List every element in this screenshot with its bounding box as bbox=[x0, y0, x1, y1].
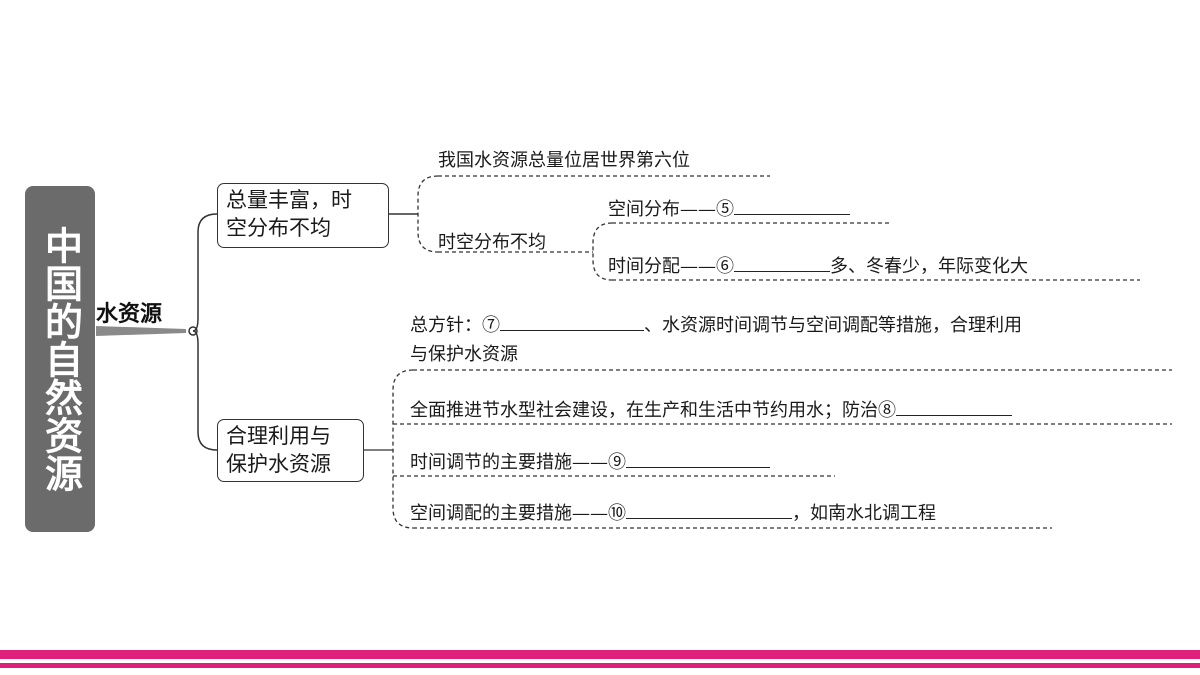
temporal-label: 时间分配——⑥ bbox=[608, 256, 734, 277]
water-saving-text: 全面推进节水型社会建设，在生产和生活中节约用水；防治⑧ bbox=[410, 400, 896, 421]
bottom-accent-bar-thin bbox=[0, 663, 1200, 668]
blank-9[interactable] bbox=[626, 447, 770, 468]
branch-box-protection: 合理利用与 保护水资源 bbox=[217, 419, 364, 482]
policy-line-2: 与保护水资源 bbox=[410, 344, 518, 365]
total-volume-text: 我国水资源总量位居世界第六位 bbox=[438, 150, 690, 171]
blank-8[interactable] bbox=[896, 395, 1012, 416]
blank-5[interactable] bbox=[734, 194, 850, 215]
bottom-accent-bar bbox=[0, 650, 1200, 659]
policy-prefix: 总方针：⑦ bbox=[410, 315, 500, 336]
uneven-distribution-text: 时空分布不均 bbox=[438, 232, 546, 253]
water-saving-line: 全面推进节水型社会建设，在生产和生活中节约用水；防治⑧ bbox=[410, 395, 1012, 422]
spatial-label: 空间分布——⑤ bbox=[608, 199, 734, 220]
blank-10[interactable] bbox=[626, 498, 792, 519]
spatial-distribution-line: 空间分布——⑤ bbox=[608, 194, 850, 221]
branch-box-line2: 保护水资源 bbox=[226, 452, 331, 476]
branch-box-line1: 合理利用与 bbox=[226, 424, 331, 448]
topic-label: 水资源 bbox=[96, 302, 163, 327]
temporal-suffix: 多、冬春少，年际变化大 bbox=[830, 256, 1028, 277]
temporal-measure-line: 时间调节的主要措施——⑨ bbox=[410, 447, 770, 474]
spatial-measure-line: 空间调配的主要措施——⑩ ，如南水北调工程 bbox=[410, 498, 936, 525]
vertical-title: 中国的自然资源 bbox=[25, 186, 95, 532]
spatial-measure-text: 空间调配的主要措施——⑩ bbox=[410, 503, 626, 524]
blank-7[interactable] bbox=[500, 310, 644, 331]
policy-line-1: 总方针：⑦ 、水资源时间调节与空间调配等措施，合理利用 bbox=[410, 310, 1022, 337]
branch-box-line2: 空分布不均 bbox=[226, 216, 331, 240]
temporal-distribution-line: 时间分配——⑥ 多、冬春少，年际变化大 bbox=[608, 251, 1028, 278]
branch-box-distribution: 总量丰富，时 空分布不均 bbox=[217, 183, 389, 248]
branch-box-line1: 总量丰富，时 bbox=[226, 188, 352, 212]
blank-6[interactable] bbox=[734, 251, 830, 272]
spatial-measure-suffix: ，如南水北调工程 bbox=[792, 503, 936, 524]
policy-suffix: 、水资源时间调节与空间调配等措施，合理利用 bbox=[644, 315, 1022, 336]
temporal-measure-text: 时间调节的主要措施——⑨ bbox=[410, 452, 626, 473]
